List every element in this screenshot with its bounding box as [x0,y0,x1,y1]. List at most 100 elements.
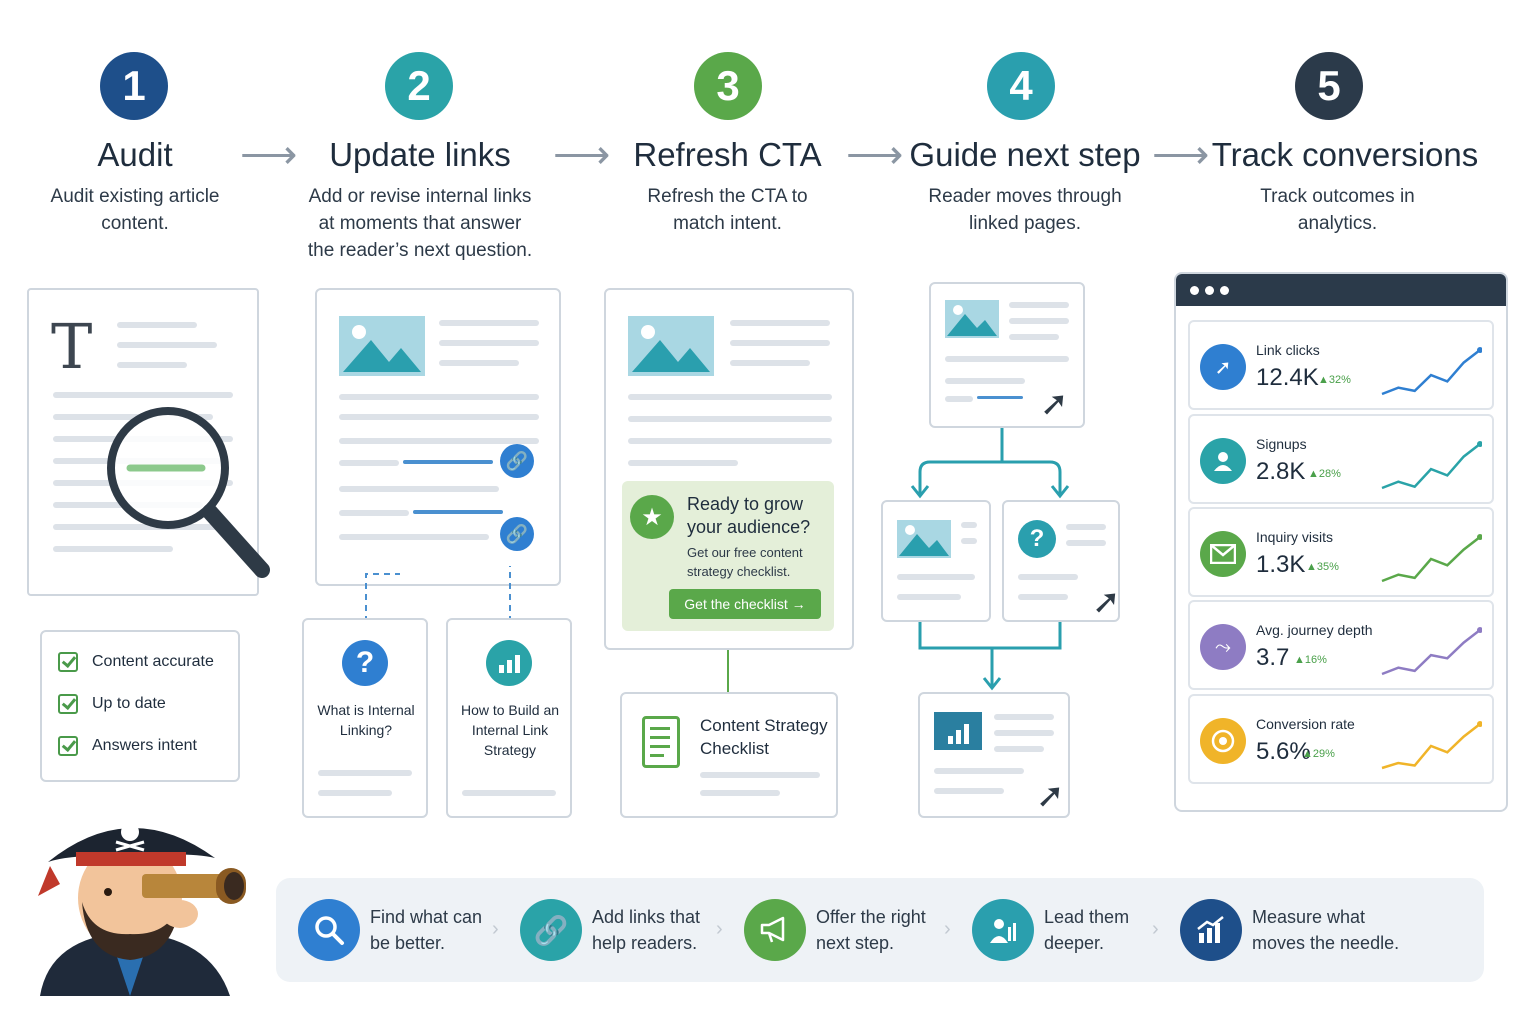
cta-connector [727,650,729,692]
sparkline [1381,347,1482,396]
linked-article-card[interactable]: How to Build an Internal Link Strategy [446,618,572,818]
sparkline-endpoint [1477,534,1482,540]
bottom-item-text: Lead them deeper. [1044,907,1130,953]
bottom-item: 🔗 Add links that help readers. [520,896,722,964]
checkbox-checked-icon [58,652,78,672]
search-icon [298,899,360,961]
arrow-icon: ⟶ [1152,133,1210,177]
step-4-number: 4 [987,52,1055,120]
destination-page-card[interactable] [918,692,1070,818]
metric-label: Inquiry visits [1256,529,1334,545]
window-titlebar [1176,274,1506,306]
sparkline-path [1381,723,1481,770]
cursor-click-icon: ➚ [1036,777,1065,815]
step-3-number: 3 [694,52,762,120]
step-4-description: Reader moves through linked pages. [928,186,1122,234]
bottom-item-text: Find what can be better. [370,907,483,953]
checkbox-checked-icon [58,736,78,756]
step-5-number: 5 [1295,52,1363,120]
question-icon: ? [1018,520,1056,558]
checklist-document-icon [642,716,680,768]
growth-chart-icon [1180,899,1242,961]
image-placeholder-icon [628,316,714,376]
bottom-item-text: Add links that help readers. [592,907,701,953]
window-dot-icon[interactable] [1190,286,1199,295]
cta-subtext: Get our free content strategy checklist. [687,545,803,579]
sparkline-endpoint [1477,347,1482,353]
metric-label: Conversion rate [1256,716,1355,732]
linked-page-card[interactable] [881,500,991,622]
checklist-resource-title: Content Strategy Checklist [700,716,828,758]
megaphone-icon [744,899,806,961]
article-with-links [315,288,561,586]
link-icon[interactable]: 🔗 [500,444,534,478]
chevron-right-icon: › [1152,918,1159,940]
metric-value: 1.3K [1256,551,1306,578]
window-dot-icon[interactable] [1220,286,1229,295]
metric-delta: ▲28% [1308,468,1341,480]
arrow-icon: ⟶ [240,133,298,177]
bar-chart-icon [934,712,982,750]
link-icon: 🔗 [520,899,582,961]
sparkline-endpoint [1477,627,1482,633]
metric-label: Link clicks [1256,342,1320,358]
sparkline-path [1381,443,1481,490]
link-icon[interactable]: 🔗 [500,517,534,551]
bottom-summary-bar [276,878,1484,982]
bottom-item-text: Measure what moves the needle. [1252,907,1400,953]
bottom-item: Lead them deeper. [972,896,1174,964]
chevron-right-icon: › [716,918,723,940]
sparkline [1381,721,1482,770]
checklist-item: Up to date [92,695,166,712]
step-3-title: Refresh CTA [633,136,822,173]
sparkline [1381,441,1482,490]
metric-card[interactable]: Conversion rate 5.6% ▲29% [1188,694,1494,784]
chevron-right-icon: › [944,918,951,940]
journey-icon: ⤳ [1200,624,1246,670]
checkbox-checked-icon [58,694,78,714]
metric-card[interactable]: ⤳ Avg. journey depth 3.7 ▲16% [1188,600,1494,690]
bar-chart-icon [486,640,532,686]
checklist-item: Answers intent [92,737,197,754]
flow-connectors [910,428,1070,691]
step-4-title: Guide next step [909,136,1141,173]
metric-delta: ▲29% [1302,748,1335,760]
cursor-click-icon: ➚ [1200,344,1246,390]
metric-label: Signups [1256,436,1307,452]
star-icon: ★ [630,495,674,539]
metric-value: 5.6% [1256,738,1311,765]
pirate-mascot-illustration [38,823,246,996]
sparkline-path [1381,349,1481,396]
metric-value: 3.7 [1256,644,1290,671]
step-2-number: 2 [385,52,453,120]
linked-page-card[interactable]: ? [1002,500,1120,622]
sparkline [1381,627,1482,676]
metric-value: 2.8K [1256,458,1306,485]
checklist-resource-card[interactable]: Content Strategy Checklist [620,692,838,818]
image-placeholder-icon [945,300,999,338]
step-5-title: Track conversions [1211,136,1479,173]
doc-title-letter: T [51,310,93,383]
arrow-icon: ⟶ [846,133,904,177]
cta-button[interactable]: Get the checklist → [669,589,821,619]
metric-delta: ▲16% [1294,654,1327,666]
user-icon [1200,438,1246,484]
connector-dashed [365,566,511,622]
metric-label: Avg. journey depth [1256,622,1373,638]
source-page-card[interactable] [929,282,1085,428]
step-2-title: Update links [329,136,511,173]
cta-box: ★ Ready to grow your audience? Get our f… [622,481,834,631]
window-dot-icon[interactable] [1205,286,1214,295]
question-icon: ? [342,640,388,686]
metric-card[interactable]: Inquiry visits 1.3K ▲35% [1188,507,1494,597]
linked-article-card[interactable]: ? What is Internal Linking? [302,618,428,818]
step-3-description: Refresh the CTA to match intent. [647,186,808,234]
metric-card[interactable]: ➚ Link clicks 12.4K ▲32% [1188,320,1494,410]
mail-icon [1200,531,1246,577]
bottom-item: Find what can be better. [298,896,500,964]
image-placeholder-icon [339,316,425,376]
sparkline-endpoint [1477,721,1482,727]
step-1-title: Audit [97,136,173,173]
metric-card[interactable]: Signups 2.8K ▲28% [1188,414,1494,504]
sparkline-endpoint [1477,441,1482,447]
